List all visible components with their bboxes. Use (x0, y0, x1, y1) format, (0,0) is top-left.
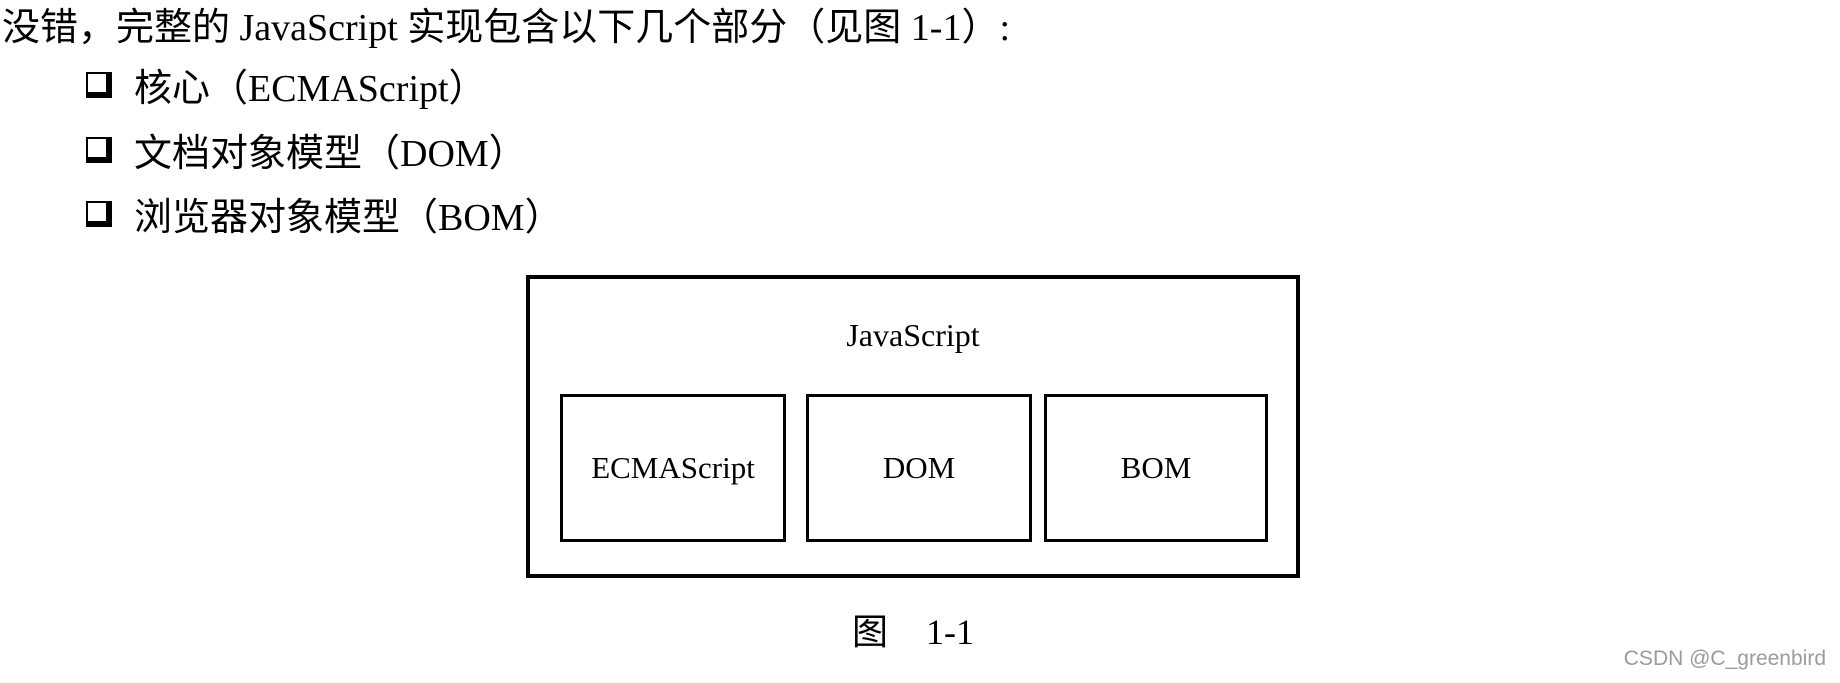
figure-caption-label: 图 (851, 612, 888, 652)
figure-caption: 图 1-1 (526, 610, 1300, 654)
dom-box: DOM (806, 394, 1032, 542)
list-item-label: 核心（ECMAScript） (134, 67, 487, 110)
csdn-watermark: CSDN @C_greenbird (1623, 647, 1826, 670)
javascript-container-label: JavaScript (846, 317, 980, 353)
square-bullet-icon (86, 137, 112, 163)
intro-paragraph: 没错，完整的 JavaScript 实现包含以下几个部分（见图 1-1）: (2, 7, 1011, 49)
list-item: 浏览器对象模型（BOM） (86, 189, 563, 239)
list-item: 核心（ECMAScript） (86, 60, 487, 110)
list-item: 文档对象模型（DOM） (86, 125, 527, 175)
list-item-label: 浏览器对象模型（BOM） (134, 196, 563, 239)
javascript-container-box: JavaScript ECMAScript DOM BOM (526, 275, 1300, 578)
bom-box: BOM (1044, 394, 1268, 542)
square-bullet-icon (86, 201, 112, 227)
list-item-label: 文档对象模型（DOM） (134, 132, 527, 175)
square-bullet-icon (86, 72, 112, 98)
ecmascript-box: ECMAScript (560, 394, 786, 542)
figure-caption-number: 1-1 (926, 612, 974, 652)
